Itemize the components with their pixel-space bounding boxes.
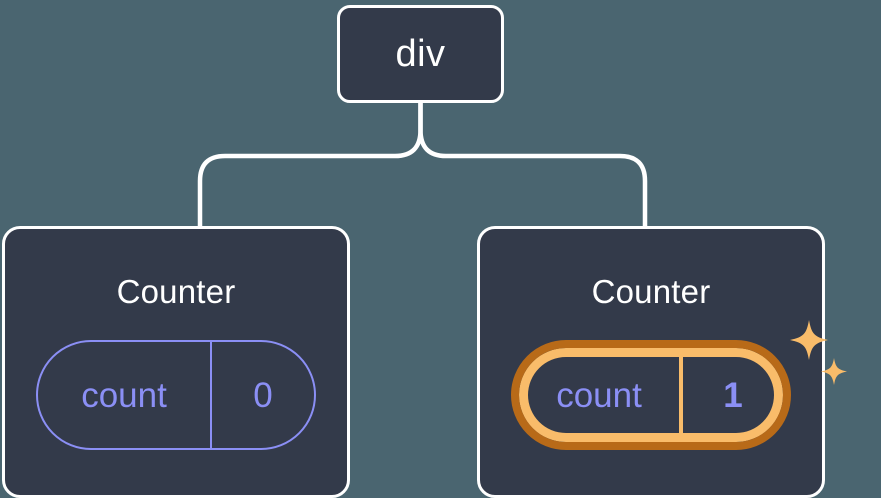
sparkle-small-icon (821, 358, 847, 385)
sparkle-large-icon (790, 320, 828, 360)
state-pill-left[interactable]: count 0 (36, 340, 316, 450)
node-counter-right-title: Counter (591, 273, 711, 310)
node-counter-right[interactable]: Counter count 1 (477, 226, 847, 498)
state-key-left: count (81, 375, 167, 415)
state-value-left: 0 (253, 375, 273, 415)
state-pill-divider-right (679, 348, 683, 442)
connector-root-to-left-child (197, 100, 423, 229)
node-counter-left[interactable]: Counter count 0 (2, 226, 350, 498)
state-value-right: 1 (723, 375, 743, 415)
node-div-label: div (395, 33, 446, 75)
connector-root-to-right-child (418, 100, 648, 229)
sparkles-group (790, 320, 847, 385)
state-key-right: count (556, 375, 642, 415)
state-pill-right-highlighted[interactable]: count 1 (511, 340, 791, 450)
state-pill-divider-left (210, 342, 212, 448)
node-counter-left-title: Counter (116, 273, 236, 310)
state-pill-wrapper-left: count 0 (36, 340, 316, 450)
node-div[interactable]: div (337, 5, 504, 103)
state-pill-wrapper-right: count 1 (511, 320, 847, 450)
